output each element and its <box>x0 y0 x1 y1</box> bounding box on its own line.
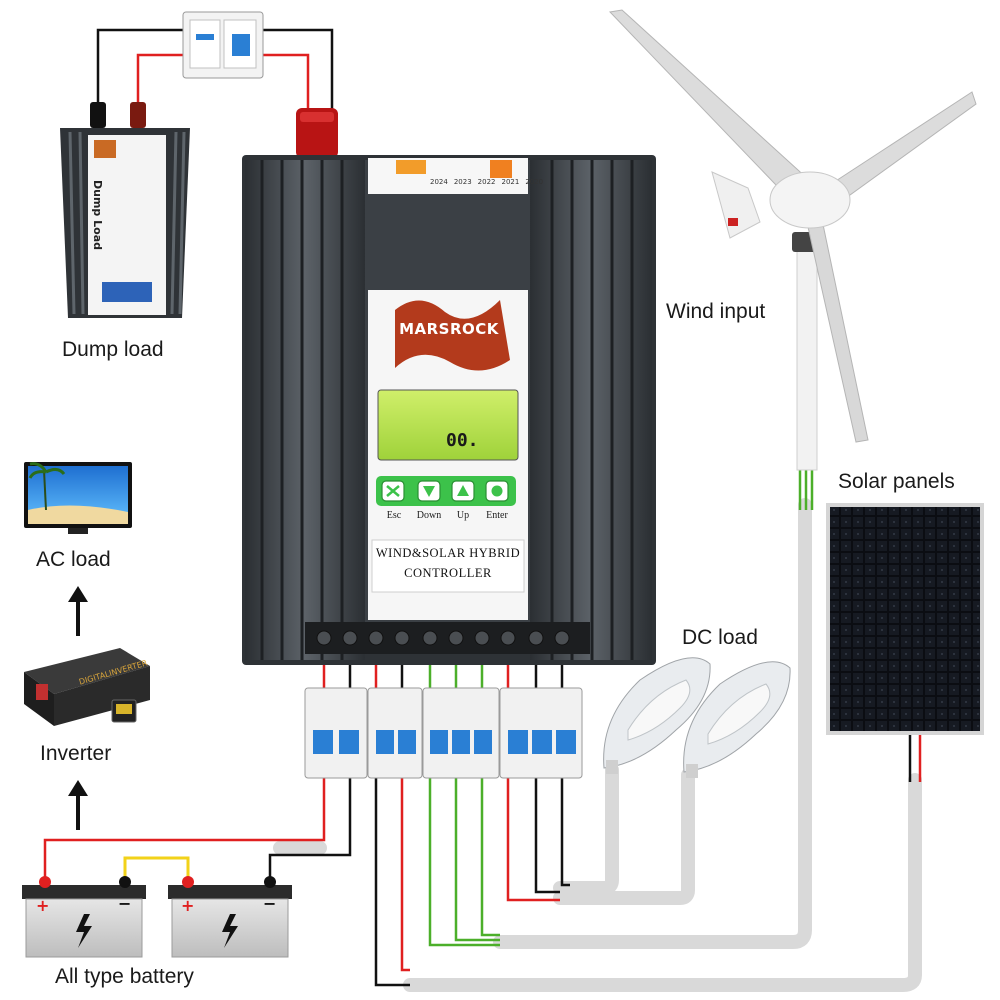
dump-load-breaker <box>182 11 264 79</box>
button-label-enter[interactable]: Enter <box>486 510 508 521</box>
breaker-output-wires <box>43 778 570 987</box>
button-label-esc[interactable]: Esc <box>386 510 402 521</box>
battery-right-negative: − <box>263 894 277 913</box>
label-wind-input: Wind input <box>666 300 766 323</box>
battery-left <box>22 876 146 958</box>
lcd-reading: 00. <box>446 430 479 451</box>
label-ac-load: AC load <box>36 548 111 571</box>
year-2022: 2022 <box>477 178 496 186</box>
breaker-solar <box>367 687 423 779</box>
dump-load-device <box>60 102 190 318</box>
battery-left-positive: + <box>36 896 50 915</box>
controller-title-line1: WIND&SOLAR HYBRID <box>375 546 521 560</box>
controller-brand: MARSROCK <box>399 320 499 338</box>
battery-right-positive: + <box>181 896 195 915</box>
year-2023: 2023 <box>453 178 472 186</box>
controller-title-line2: CONTROLLER <box>404 566 492 580</box>
wind-input-wires <box>798 470 814 510</box>
flow-arrows <box>68 586 88 830</box>
dc-load-lamp-left <box>603 657 711 774</box>
label-battery: All type battery <box>55 965 194 988</box>
battery-left-negative: − <box>118 894 132 913</box>
label-inverter: Inverter <box>40 742 112 765</box>
label-dump-load: Dump load <box>62 338 164 361</box>
battery-bridge-wire <box>123 856 190 885</box>
label-solar-panels: Solar panels <box>838 470 955 493</box>
label-dc-load: DC load <box>682 626 758 649</box>
breaker-row <box>304 687 583 779</box>
battery-right <box>168 876 292 958</box>
button-label-up[interactable]: Up <box>456 510 470 521</box>
year-2020: 2020 <box>525 178 544 186</box>
conduit-tubes <box>273 498 922 992</box>
year-2021: 2021 <box>501 178 520 186</box>
hybrid-controller <box>242 108 656 665</box>
dc-load-lamp-right <box>683 661 791 778</box>
ac-load-tv <box>24 462 132 534</box>
breaker-dc-load <box>499 687 583 779</box>
button-label-down[interactable]: Down <box>416 510 442 521</box>
solar-panel <box>826 503 984 735</box>
wind-turbine <box>608 9 977 471</box>
year-2024: 2024 <box>430 178 448 186</box>
breaker-wind <box>422 687 500 779</box>
solar-panel-wires <box>908 732 922 782</box>
inverter-device <box>24 648 150 726</box>
breaker-battery <box>304 687 368 779</box>
dump-load-device-label: Dump Load <box>91 180 104 250</box>
controller-year-strip: 2024 2023 2022 2021 2020 <box>430 178 543 186</box>
